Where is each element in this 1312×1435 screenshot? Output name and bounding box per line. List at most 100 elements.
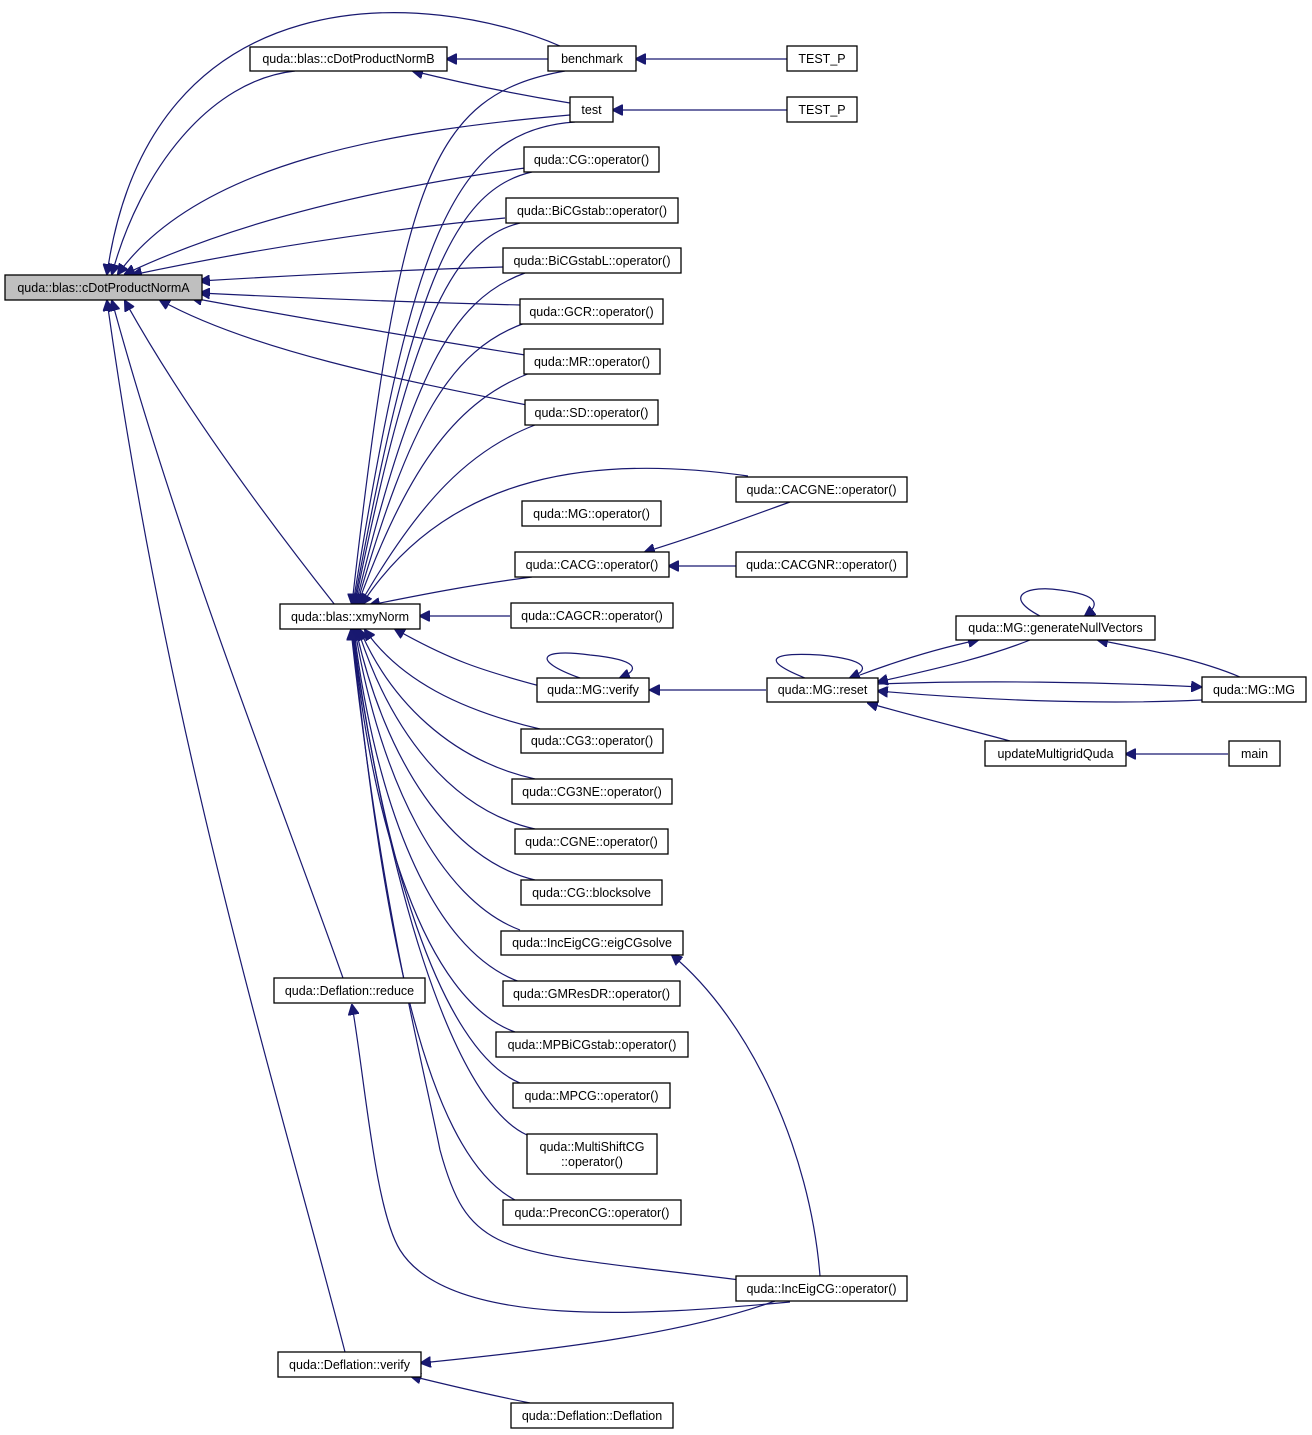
edge-inceigop-inceigsolve xyxy=(672,955,821,1277)
node-label: quda::MG::generateNullVectors xyxy=(968,621,1142,635)
edge-bicgstabl-root xyxy=(200,266,504,281)
edge-mgmg-mgreset xyxy=(878,691,1203,703)
edge-cacg-xmy xyxy=(370,576,533,605)
node-label: quda::GCR::operator() xyxy=(529,305,653,319)
edge-gcr-root xyxy=(200,293,521,306)
node-label: quda::CG3::operator() xyxy=(531,734,653,748)
node-gcr[interactable]: quda::GCR::operator() xyxy=(519,298,664,325)
node-cagcr[interactable]: quda::CAGCR::operator() xyxy=(510,602,674,629)
edges xyxy=(107,12,1241,1404)
node-main[interactable]: main xyxy=(1228,740,1281,767)
node-benchmark[interactable]: benchmark xyxy=(547,45,637,72)
node-precon[interactable]: quda::PreconCG::operator() xyxy=(502,1199,682,1226)
edge-mgreset-self xyxy=(775,653,864,678)
node-bicgstabl[interactable]: quda::BiCGstabL::operator() xyxy=(502,247,682,274)
node-cgne[interactable]: quda::CGNE::operator() xyxy=(514,828,669,855)
node-inceigsolve[interactable]: quda::IncEigCG::eigCGsolve xyxy=(500,930,684,956)
edge-bicgstabl-xmy xyxy=(356,272,526,604)
edge-cacgne-cacg xyxy=(645,501,791,552)
edge-inceigop-xmy xyxy=(351,630,741,1281)
node-cgblock[interactable]: quda::CG::blocksolve xyxy=(520,879,663,906)
edge-mgverify-xmy xyxy=(395,629,541,687)
node-updmg[interactable]: updateMultigridQuda xyxy=(984,740,1127,767)
edge-mr-root xyxy=(192,298,526,356)
node-label: quda::IncEigCG::operator() xyxy=(746,1282,896,1296)
node-mpcg[interactable]: quda::MPCG::operator() xyxy=(512,1082,671,1109)
node-gmresdr[interactable]: quda::GMResDR::operator() xyxy=(502,980,681,1007)
edge-mpcg-xmy xyxy=(353,630,521,1084)
node-label: quda::BiCGstabL::operator() xyxy=(513,254,670,268)
node-multishift[interactable]: quda::MultiShiftCG ::operator() xyxy=(526,1133,658,1175)
edge-xmynorm-root xyxy=(125,301,336,606)
node-sd[interactable]: quda::SD::operator() xyxy=(524,399,659,426)
edge-mggen-mgreset xyxy=(878,639,1031,682)
edge-defreduce-root xyxy=(112,301,344,979)
node-defverify[interactable]: quda::Deflation::verify xyxy=(277,1351,422,1378)
node-label: quda::BiCGstab::operator() xyxy=(517,204,667,218)
node-cg[interactable]: quda::CG::operator() xyxy=(523,146,660,173)
node-label: quda::GMResDR::operator() xyxy=(513,987,670,1001)
node-defreduce[interactable]: quda::Deflation::reduce xyxy=(273,977,426,1004)
edge-mgverify-self xyxy=(546,652,634,678)
edge-mr-xmy xyxy=(358,372,531,604)
node-label: quda::CG::operator() xyxy=(534,153,649,167)
node-label-line1: quda::MultiShiftCG xyxy=(540,1140,645,1154)
node-cg3ne[interactable]: quda::CG3NE::operator() xyxy=(511,778,673,805)
edge-mpbicg-xmy xyxy=(353,630,516,1033)
node-cacgnr[interactable]: quda::CACGNR::operator() xyxy=(735,551,908,578)
node-label: updateMultigridQuda xyxy=(997,747,1113,761)
edge-cg3-xmy xyxy=(365,630,541,730)
node-label: quda::CGNE::operator() xyxy=(525,835,658,849)
node-test[interactable]: test xyxy=(569,96,614,123)
edge-cg-xmy xyxy=(354,171,533,604)
node-label: quda::PreconCG::operator() xyxy=(515,1206,670,1220)
edge-inceigop-defreduce xyxy=(352,1005,791,1313)
node-label: quda::IncEigCG::eigCGsolve xyxy=(512,936,672,950)
node-testp1[interactable]: TEST_P xyxy=(786,45,858,72)
node-cacg[interactable]: quda::CACG::operator() xyxy=(514,551,670,578)
node-label: quda::CACGNR::operator() xyxy=(746,558,897,572)
node-label-line2: ::operator() xyxy=(561,1155,623,1169)
edge-gmresdr-xmy xyxy=(354,630,521,983)
edge-inceigop-defverify xyxy=(421,1300,776,1363)
node-label: quda::CAGCR::operator() xyxy=(521,609,663,623)
node-mgreset[interactable]: quda::MG::reset xyxy=(766,677,879,703)
node-mgmg[interactable]: quda::MG::MG xyxy=(1201,676,1307,703)
edge-defdef-defverify xyxy=(411,1376,531,1404)
node-testp2[interactable]: TEST_P xyxy=(786,96,858,123)
node-label: quda::CACGNE::operator() xyxy=(746,483,896,497)
node-defdef[interactable]: quda::Deflation::Deflation xyxy=(510,1402,674,1429)
node-cg3[interactable]: quda::CG3::operator() xyxy=(520,728,664,754)
node-mgop[interactable]: quda::MG::operator() xyxy=(521,500,662,527)
node-label: quda::MPBiCGstab::operator() xyxy=(508,1038,677,1052)
edge-sd-xmy xyxy=(360,424,536,604)
node-xmynorm[interactable]: quda::blas::xmyNorm xyxy=(279,603,421,630)
edge-cg-root xyxy=(125,167,526,274)
edge-benchmark-root xyxy=(107,12,561,274)
node-root[interactable]: quda::blas::cDotProductNormA xyxy=(4,274,203,301)
edge-updmg-mgreset xyxy=(868,703,1011,742)
node-mgverify[interactable]: quda::MG::verify xyxy=(536,677,650,703)
node-label: quda::MR::operator() xyxy=(534,355,650,369)
node-inceigop[interactable]: quda::IncEigCG::operator() xyxy=(735,1275,908,1302)
node-label: quda::blas::xmyNorm xyxy=(291,610,409,624)
nodes: quda::blas::cDotProductNormA quda::blas:… xyxy=(4,45,1307,1429)
node-mggen[interactable]: quda::MG::generateNullVectors xyxy=(955,615,1156,641)
node-mr[interactable]: quda::MR::operator() xyxy=(523,348,661,375)
edge-cg3ne-xmy xyxy=(360,630,536,780)
edge-cdpnB-root xyxy=(112,70,296,274)
node-cacgne[interactable]: quda::CACGNE::operator() xyxy=(735,476,908,503)
edge-benchmark-xmy xyxy=(352,70,566,604)
node-mpbicg[interactable]: quda::MPBiCGstab::operator() xyxy=(495,1031,689,1058)
node-label: quda::MG::operator() xyxy=(533,507,650,521)
edge-inceigsolve-xmy xyxy=(355,630,521,931)
node-label: quda::blas::cDotProductNormA xyxy=(17,281,190,295)
node-cdpnB[interactable]: quda::blas::cDotProductNormB xyxy=(249,46,448,72)
node-label: quda::Deflation::reduce xyxy=(285,984,414,998)
node-label: quda::CACG::operator() xyxy=(526,558,659,572)
edge-gcr-xmy xyxy=(357,322,526,604)
node-bicgstab[interactable]: quda::BiCGstab::operator() xyxy=(505,197,679,224)
node-label: quda::Deflation::Deflation xyxy=(522,1409,662,1423)
edge-test-xmy xyxy=(353,121,576,604)
